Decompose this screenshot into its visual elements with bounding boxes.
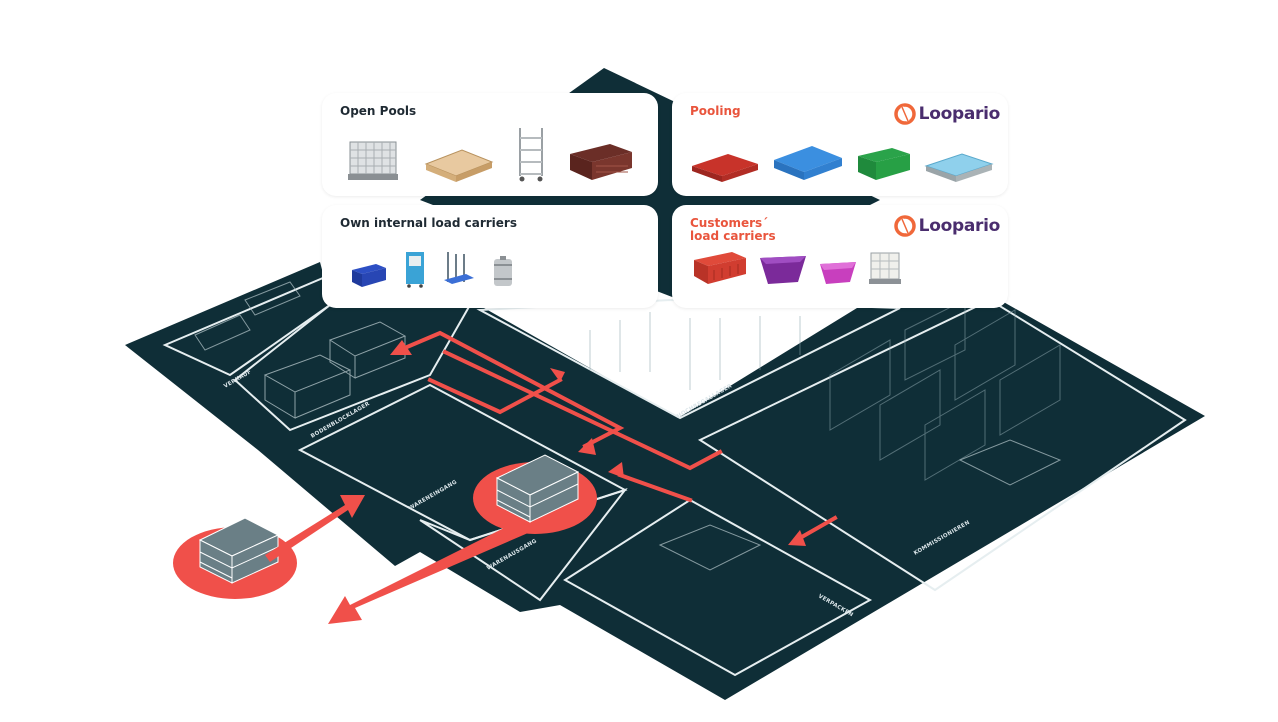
shelving-racks: [589, 299, 1061, 481]
card-title-pooling: Pooling: [690, 104, 741, 118]
rack-trolley-icon: [442, 250, 476, 288]
pallet-stack-return: [198, 517, 280, 584]
zone-warenausgang-outline: [419, 488, 628, 602]
loopario-logo-text-customers: Loopario: [918, 216, 1001, 236]
flow-arrow-inbound: [265, 495, 365, 562]
roll-container-icon: [516, 126, 546, 182]
card-title-open-pools: Open Pools: [340, 104, 417, 118]
card-title-customers-line2: load carriers: [690, 229, 776, 243]
plastic-crate-icon: [568, 142, 634, 182]
card-title-customers-line1: Customers´: [690, 216, 769, 230]
loopario-logo-mark-icon: [893, 103, 916, 125]
office-desks: [194, 281, 1062, 571]
loopario-logo: Loopario: [893, 103, 1001, 125]
card-title-customers: Customers´ load carriers: [690, 217, 776, 243]
item-row-open-pools: [346, 126, 634, 182]
card-pooling: Pooling Loopario: [672, 93, 1008, 196]
card-own-internal-load-carriers: Own internal load carriers: [322, 205, 658, 308]
internal-flow-lines: [397, 330, 838, 541]
red-pallet-icon: [690, 152, 760, 182]
ibc-tank-icon: [868, 250, 902, 286]
zone-verpacken-outline: [563, 498, 873, 677]
pink-skip-icon: [818, 260, 858, 286]
item-row-own-internal: [350, 250, 514, 288]
internal-flow-arrowheads: [390, 340, 806, 546]
card-open-pools: Open Pools: [322, 93, 658, 196]
item-row-pooling: [690, 142, 994, 182]
blue-bin-icon: [350, 262, 388, 288]
loopario-logo-text: Loopario: [918, 104, 1001, 124]
blue-cabinet-icon: [404, 250, 426, 288]
loopario-logo-mark-icon: [893, 215, 916, 237]
pallet-stacks: [263, 321, 407, 419]
keg-icon: [492, 256, 514, 288]
item-row-customers: [692, 250, 902, 286]
blue-plastic-pallet-icon: [772, 142, 844, 182]
mesh-box-pallet-icon: [346, 136, 402, 182]
flow-arrow-outbound: [328, 520, 528, 624]
loopario-logo-customers: Loopario: [893, 215, 1001, 237]
zone-kommissionieren-outline: [697, 298, 1187, 592]
card-title-own-internal: Own internal load carriers: [340, 216, 517, 230]
pallet-stack-outbound: [495, 454, 580, 523]
green-crate-icon: [856, 146, 912, 182]
purple-skip-icon: [758, 252, 808, 286]
wooden-pallet-icon: [424, 146, 494, 182]
red-container-icon: [692, 250, 748, 286]
warehouse-floor: [125, 262, 1205, 700]
light-blue-pallet-icon: [924, 152, 994, 182]
card-customers-load-carriers: Customers´ load carriers Loopario: [672, 205, 1008, 308]
